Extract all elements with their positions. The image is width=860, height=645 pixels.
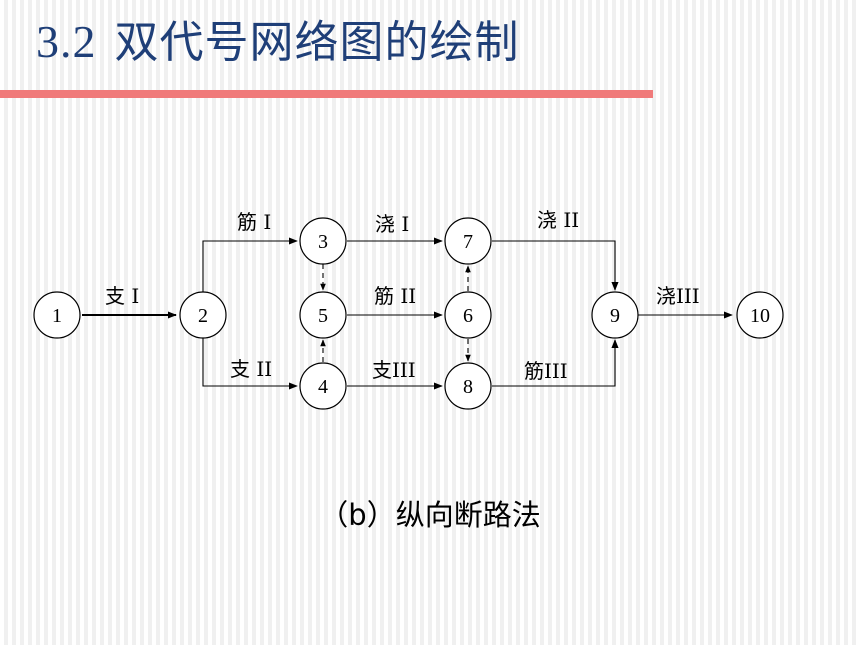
node-9-label: 9: [610, 305, 620, 327]
node-9: 9: [591, 291, 639, 339]
figure-caption: （b）纵向断路法: [319, 498, 541, 532]
node-8-label: 8: [463, 376, 473, 398]
node-6: 6: [444, 291, 492, 339]
node-7-label: 7: [463, 231, 473, 253]
node-4-label: 4: [318, 376, 328, 398]
arrow-7-9: [492, 240, 619, 291]
arrow-8-9: [492, 339, 619, 387]
edge-label-2-4: 支 II: [230, 357, 272, 381]
node-2-label: 2: [198, 305, 208, 327]
edge-label-8-9: 筋III: [524, 359, 568, 383]
edge-label-5-6: 筋 II: [374, 284, 416, 308]
edge-label-7-9: 浇 II: [537, 208, 579, 232]
node-10: 10: [736, 291, 784, 339]
title-number: 3.2: [36, 16, 97, 67]
node-8: 8: [444, 362, 492, 410]
node-6-label: 6: [463, 305, 473, 327]
node-5-label: 5: [318, 305, 328, 327]
node-7: 7: [444, 217, 492, 265]
node-4: 4: [299, 362, 347, 410]
edge-label-2-3: 筋 I: [237, 210, 271, 234]
node-10-label: 10: [750, 305, 770, 327]
edge-label-4-8: 支III: [372, 358, 416, 382]
node-1-label: 1: [52, 305, 62, 327]
arrow-2-4: [202, 338, 298, 390]
title-underline: [0, 90, 653, 98]
arrow-2-3: [202, 237, 298, 292]
edge-label-1-2: 支 I: [105, 284, 139, 308]
node-3: 3: [299, 217, 347, 265]
node-1: 1: [33, 291, 81, 339]
node-2: 2: [179, 291, 227, 339]
slide-title: 3.2 双代号网络图的绘制: [36, 6, 520, 70]
edge-label-3-7: 浇 I: [375, 212, 409, 236]
node-5: 5: [299, 291, 347, 339]
title-text: 双代号网络图的绘制: [114, 17, 520, 68]
edge-label-9-10: 浇III: [656, 284, 700, 308]
node-3-label: 3: [318, 231, 328, 253]
